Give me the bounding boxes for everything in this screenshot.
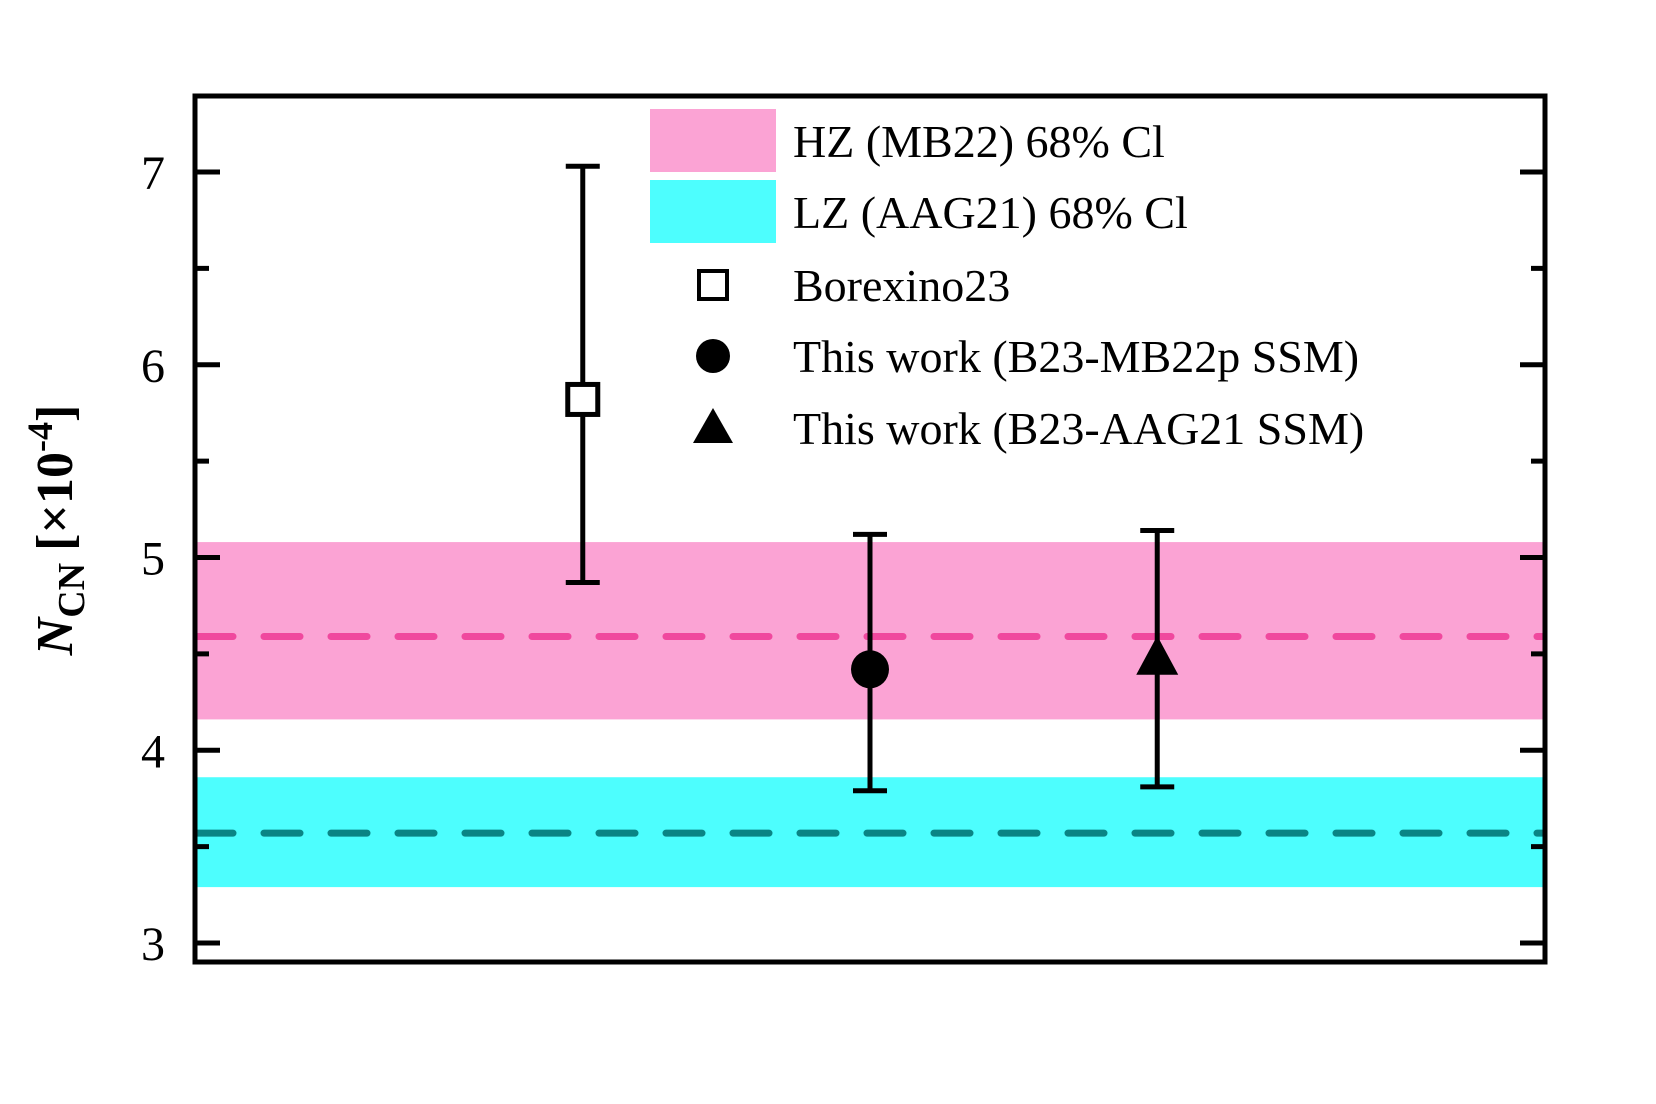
y-tick-label: 7: [141, 147, 165, 200]
legend-label: Borexino23: [793, 260, 1010, 311]
data-point-1: [851, 531, 889, 794]
y-axis-unit-prefix: [×10: [27, 452, 84, 551]
svg-text:NCN[×10-4]: NCN [×10-4]: [20, 405, 93, 657]
marker-filled-circle: [851, 650, 889, 689]
y-axis-label: NCN [×10-4]: [20, 405, 93, 657]
y-axis-symbol: N: [27, 615, 84, 656]
data-point-0: [565, 163, 601, 586]
y-tick-label: 6: [141, 340, 165, 393]
legend-entry-band-1: LZ (AAG21) 68% Cl: [650, 180, 1188, 243]
legend-entry-series-2: This work (B23-AAG21 SSM): [693, 403, 1364, 454]
axes-layer: 3 4 5 6 7: [141, 93, 1548, 971]
y-tick-label: 4: [141, 725, 165, 778]
legend-label: This work (B23-AAG21 SSM): [793, 403, 1364, 454]
marker-open-square: [565, 381, 601, 417]
y-tick-label: 3: [141, 918, 165, 971]
legend-entry-band-0: HZ (MB22) 68% Cl: [650, 109, 1165, 172]
marker-filled-triangle: [1136, 635, 1179, 675]
y-axis-subscript: CN: [51, 563, 93, 618]
legend-marker-filled-circle: [696, 339, 730, 373]
legend-entry-series-1: This work (B23-MB22p SSM): [696, 331, 1359, 382]
legend: HZ (MB22) 68% Cl LZ (AAG21) 68% Cl Borexin…: [650, 109, 1364, 454]
legend-entry-series-0: Borexino23: [697, 260, 1010, 311]
legend-marker-open-square: [697, 269, 729, 301]
legend-swatch: [650, 180, 776, 243]
legend-label: HZ (MB22) 68% Cl: [793, 116, 1165, 167]
legend-marker-filled-triangle: [693, 408, 733, 443]
y-axis-unit-exponent: -4: [20, 422, 60, 452]
legend-label: This work (B23-MB22p SSM): [793, 331, 1359, 382]
y-axis-unit-suffix: ]: [27, 405, 84, 422]
plot-frame: [192, 93, 1548, 965]
legend-swatch: [650, 109, 776, 172]
legend-label: LZ (AAG21) 68% Cl: [793, 187, 1188, 238]
data-point-2: [1136, 528, 1179, 790]
points-layer: [565, 163, 1179, 794]
y-tick-label: 5: [141, 533, 165, 586]
